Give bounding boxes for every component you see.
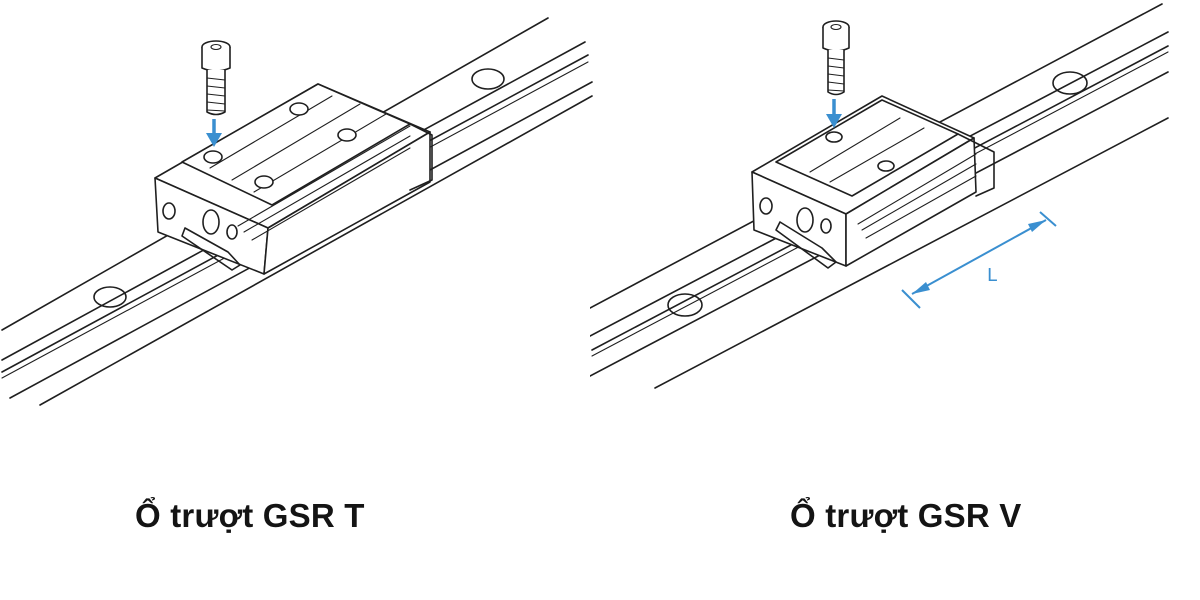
gsr-v-illustration: L [590,3,1169,389]
mounting-hole [254,175,274,189]
end-seal-screw [820,218,832,234]
grease-port [162,202,176,220]
rail-mounting-hole [471,68,505,90]
mounting-hole [289,102,309,116]
gsr-t-illustration [1,17,593,406]
grease-nipple-base [796,207,814,233]
rail-mounting-hole [93,286,127,308]
slide-block [751,95,995,269]
socket-cap-screw-icon [201,40,231,116]
dimension-label-l: L [987,265,997,286]
mounting-hole [337,128,357,142]
down-arrow-icon [206,119,222,147]
mounting-hole [877,160,895,172]
rail-mounting-hole [1052,71,1088,95]
length-dimension: L [901,211,1057,309]
end-seal-screw [226,224,238,240]
socket-cap-screw-icon [822,20,850,96]
down-arrow-icon [826,99,842,128]
mounting-hole [203,150,223,164]
slide-block [154,83,433,275]
caption-gsr-v: Ổ trượt GSR V [790,497,1022,534]
panel-gsr-t: Ổ trượt GSR T [1,17,593,534]
caption-gsr-t: Ổ trượt GSR T [135,497,365,534]
grease-port [759,197,773,215]
panel-gsr-v: L Ổ trượt GSR V [590,0,1200,600]
grease-nipple-base [202,209,220,235]
mounting-hole [825,131,843,143]
rail-mounting-hole [667,293,703,317]
